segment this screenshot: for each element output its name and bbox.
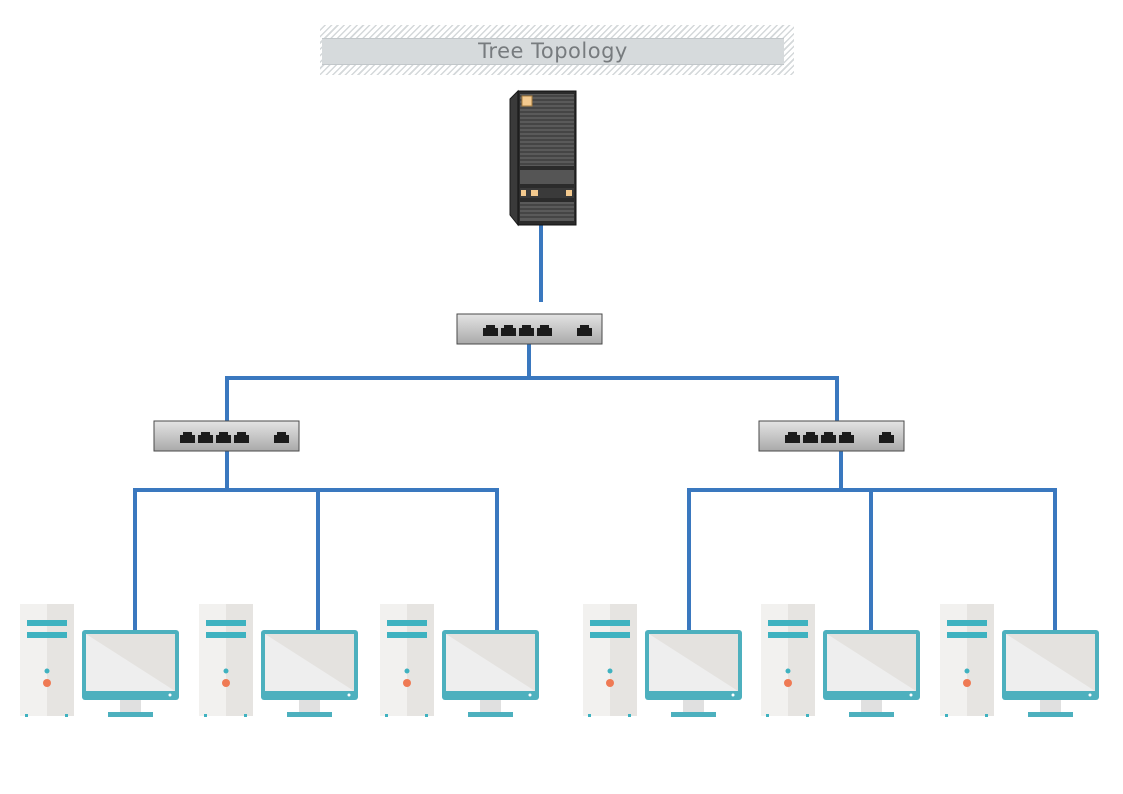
monitor-base	[287, 712, 332, 717]
title-bar: Tree Topology	[322, 38, 784, 65]
pc-foot	[806, 714, 809, 717]
ethernet-port	[821, 432, 836, 443]
server-port-light	[566, 190, 572, 196]
monitor-power-led	[528, 693, 532, 697]
ethernet-port	[501, 325, 516, 336]
pc-power-button	[784, 679, 792, 687]
pc-foot	[588, 714, 591, 717]
monitor-screen-glare	[1006, 634, 1095, 691]
server-power-light	[521, 95, 533, 107]
pc-drive-slot	[768, 632, 808, 638]
monitor-stand	[480, 700, 501, 712]
monitor-power-led	[1088, 693, 1092, 697]
pc-indicator-light	[404, 668, 410, 674]
links	[133, 222, 1057, 634]
ethernet-port	[234, 432, 249, 443]
pc-foot	[244, 714, 247, 717]
desktop-computer-icon	[761, 604, 920, 717]
pc-foot	[25, 714, 28, 717]
pc-drive-slot	[590, 632, 630, 638]
desktop-computer-icon	[199, 604, 358, 717]
server-port-light	[531, 190, 538, 196]
pc-drive-slot	[206, 620, 246, 626]
pc-foot	[204, 714, 207, 717]
monitor-base	[108, 712, 153, 717]
pc-indicator-light	[785, 668, 791, 674]
ethernet-port	[519, 325, 534, 336]
monitor-power-led	[347, 693, 351, 697]
diagram-title: Tree Topology	[478, 39, 628, 63]
pc-drive-slot	[768, 620, 808, 626]
desktop-computer-icon	[380, 604, 539, 717]
monitor-screen-glare	[86, 634, 175, 691]
pc-power-button	[43, 679, 51, 687]
desktop-computer-icon	[583, 604, 742, 717]
monitor-stand	[861, 700, 882, 712]
pc-drive-slot	[947, 632, 987, 638]
pc-foot	[985, 714, 988, 717]
pc-drive-slot	[387, 632, 427, 638]
title-banner: Tree Topology	[320, 25, 794, 75]
pc-power-button	[606, 679, 614, 687]
ethernet-port	[577, 325, 592, 336]
desktop-computer-icon	[940, 604, 1099, 717]
monitor-power-led	[731, 693, 735, 697]
ethernet-port	[803, 432, 818, 443]
pc-foot	[945, 714, 948, 717]
monitor-screen-glare	[265, 634, 354, 691]
ethernet-port	[785, 432, 800, 443]
pc-foot	[628, 714, 631, 717]
pc-indicator-light	[223, 668, 229, 674]
monitor-stand	[1040, 700, 1061, 712]
pc-foot	[65, 714, 68, 717]
server-port-light	[521, 190, 526, 196]
ethernet-port	[537, 325, 552, 336]
pc-indicator-light	[964, 668, 970, 674]
server-io-panel	[520, 188, 574, 198]
monitor-power-led	[909, 693, 913, 697]
pc-drive-slot	[947, 620, 987, 626]
network-switch-icon	[153, 420, 300, 452]
monitor-screen-glare	[446, 634, 535, 691]
pc-foot	[385, 714, 388, 717]
ethernet-port	[180, 432, 195, 443]
monitor-base	[671, 712, 716, 717]
pc-indicator-light	[44, 668, 50, 674]
monitor-stand	[299, 700, 320, 712]
network-switch-icon	[758, 420, 905, 452]
ethernet-port	[198, 432, 213, 443]
monitor-screen-glare	[827, 634, 916, 691]
pc-drive-slot	[590, 620, 630, 626]
pc-indicator-light	[607, 668, 613, 674]
pc-drive-slot	[387, 620, 427, 626]
monitor-base	[468, 712, 513, 717]
ethernet-port	[839, 432, 854, 443]
server-drive-bay	[520, 170, 574, 184]
pc-power-button	[222, 679, 230, 687]
desktop-computer-icon	[20, 604, 179, 717]
monitor-base	[849, 712, 894, 717]
ethernet-port	[274, 432, 289, 443]
pc-foot	[425, 714, 428, 717]
monitor-base	[1028, 712, 1073, 717]
network-switch-icon	[456, 313, 603, 345]
server-tower-icon	[509, 89, 577, 227]
monitor-stand	[683, 700, 704, 712]
ethernet-port	[879, 432, 894, 443]
monitor-stand	[120, 700, 141, 712]
monitor-power-led	[168, 693, 172, 697]
ethernet-port	[216, 432, 231, 443]
pc-foot	[766, 714, 769, 717]
server-side-panel	[509, 89, 519, 227]
pc-drive-slot	[27, 620, 67, 626]
ethernet-port	[483, 325, 498, 336]
pc-power-button	[403, 679, 411, 687]
pc-power-button	[963, 679, 971, 687]
pc-drive-slot	[206, 632, 246, 638]
pc-drive-slot	[27, 632, 67, 638]
monitor-screen-glare	[649, 634, 738, 691]
